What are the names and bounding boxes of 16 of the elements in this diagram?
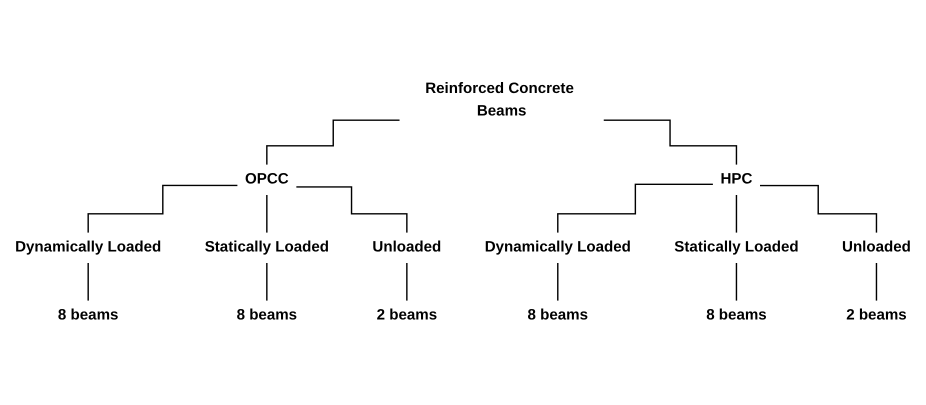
node-label: HPC (712, 164, 760, 195)
connector-line (604, 119, 738, 166)
connector-line (266, 119, 400, 166)
connector-line (557, 262, 558, 302)
connector-line (406, 262, 408, 302)
connector-line (87, 262, 89, 302)
connector-line (87, 184, 238, 234)
connector-line (736, 262, 738, 302)
connector-line (557, 184, 713, 234)
node-label: OPCC (237, 164, 296, 195)
connector-line (266, 262, 268, 302)
connector-line (296, 186, 408, 234)
connector-line (736, 194, 738, 234)
connector-line (266, 194, 268, 234)
connector-line (876, 262, 878, 302)
connector-line (760, 184, 878, 234)
